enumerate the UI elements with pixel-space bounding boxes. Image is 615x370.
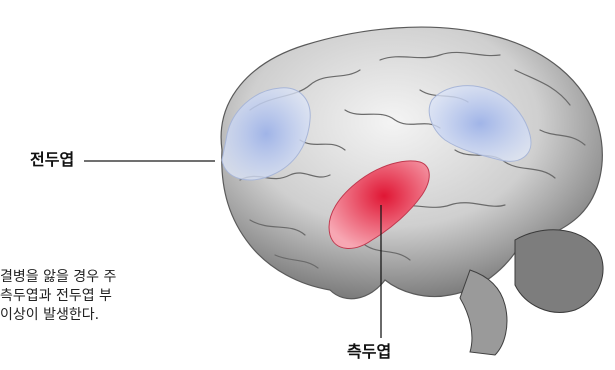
caption-line: 이상이 발생한다. [0, 306, 205, 325]
frontal-lobe-label: 전두엽 [30, 152, 74, 168]
temporal-lobe-label: 측두엽 [347, 344, 391, 360]
caption-line: 측두엽과 전두엽 부 [0, 287, 205, 306]
caption-text: 결병을 앓을 경우 주 측두엽과 전두엽 부 이상이 발생한다. [0, 268, 205, 325]
caption-line: 결병을 앓을 경우 주 [0, 268, 205, 287]
brainstem [460, 270, 507, 355]
cerebellum [515, 230, 603, 313]
